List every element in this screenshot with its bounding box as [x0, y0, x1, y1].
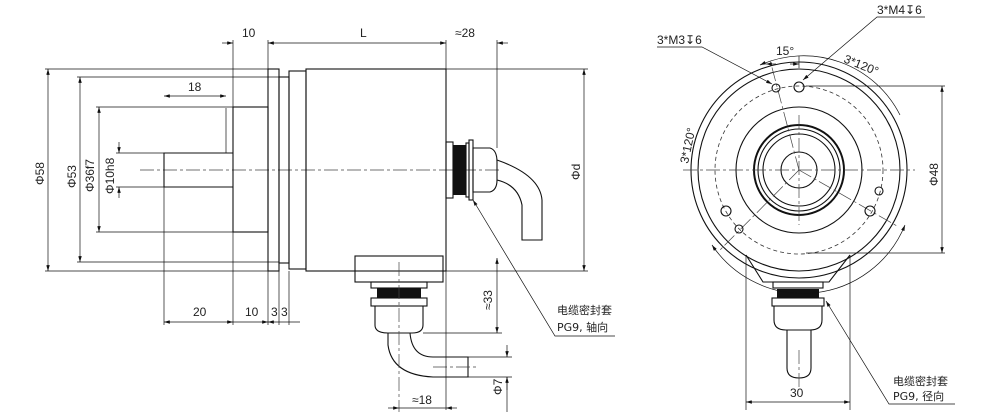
- dim-bottom-3b: 3: [281, 305, 288, 319]
- dim-gland-axial: ≈28: [455, 26, 475, 40]
- dia-body: Φd: [569, 164, 583, 180]
- front-dimension-lines: [657, 16, 955, 410]
- dim-width: 30: [790, 386, 804, 400]
- radial-cable-gland: [771, 281, 825, 388]
- dia-flange: Φ53: [65, 165, 79, 188]
- shaft-flat: [164, 108, 227, 154]
- dim-bottom-3a: 3: [271, 305, 278, 319]
- dimension-lines: [46, 41, 615, 412]
- angle-pattern-left: 3*120°: [677, 126, 698, 164]
- bolt-circle: [714, 85, 884, 255]
- m3-hole: [874, 186, 884, 196]
- side-view: 10 L ≈28 18 Φ58 Φ53 Φ36f7 Φ10h8 Φd 20 10…: [33, 26, 615, 412]
- m3-hole: [771, 83, 781, 93]
- dim-cable-dia: Φ7: [491, 378, 505, 395]
- dia-outer: Φ58: [33, 162, 47, 185]
- dim-flange-thickness: 10: [242, 26, 256, 40]
- radial-cable-gland: [354, 255, 478, 412]
- dia-spigot: Φ36f7: [83, 159, 97, 192]
- label-m4-holes: 3*M4↧6: [877, 3, 922, 17]
- dim-bottom-10: 10: [245, 305, 259, 319]
- callout-radial-line1: 电缆密封套: [893, 374, 948, 388]
- m4-hole: [720, 205, 732, 217]
- label-m3-holes: 3*M3↧6: [657, 33, 702, 47]
- spigot: [232, 106, 269, 233]
- dia-shaft: Φ10h8: [103, 157, 117, 194]
- extension-lines: [45, 40, 588, 410]
- dim-gland-height: ≈33: [481, 290, 495, 310]
- angle-pattern-right: 3*120°: [842, 52, 881, 79]
- dim-length: L: [360, 26, 367, 40]
- callout-axial-line2: PG9, 轴向: [557, 320, 608, 334]
- dim-bottom-20: 20: [193, 305, 207, 319]
- m4-hole: [793, 81, 805, 93]
- callout-axial-line1: 电缆密封套: [557, 303, 612, 317]
- callout-radial-line2: PG9, 径向: [893, 389, 944, 403]
- axial-cable-gland: [445, 139, 543, 241]
- dim-shaft-length: 18: [188, 80, 202, 94]
- dia-bolt-circle: Φ48: [927, 163, 941, 186]
- m4-hole: [864, 205, 876, 217]
- dim-cable-offset: ≈18: [412, 393, 432, 407]
- angle-offset: 15°: [776, 44, 794, 58]
- front-view: 3*M3↧6 3*M4↧6 15° 3*120° 3*120° Φ48 30 电…: [657, 3, 955, 410]
